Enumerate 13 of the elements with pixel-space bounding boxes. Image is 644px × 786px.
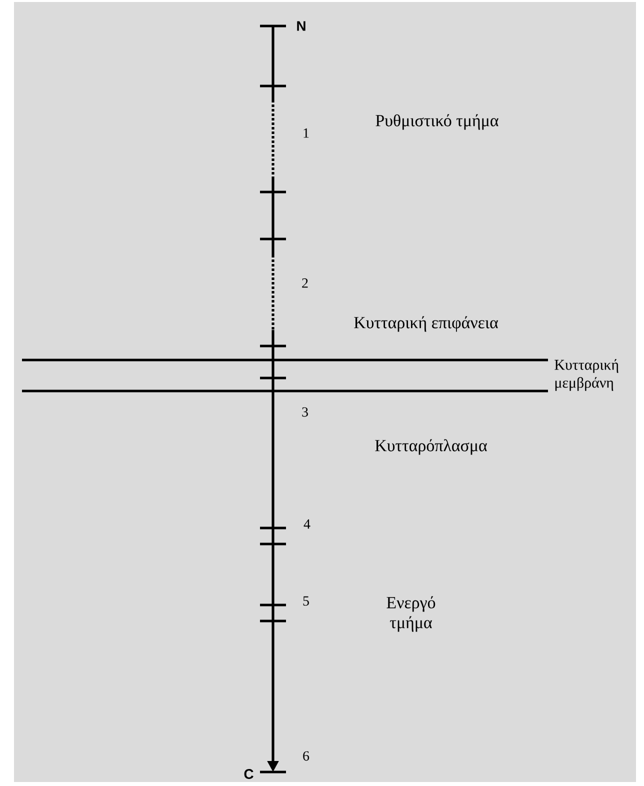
segment-number: 5 xyxy=(303,596,309,606)
terminus-label: N xyxy=(297,21,306,31)
membrane-label: Κυτταρική μεμβράνη xyxy=(554,359,618,391)
segment-number: 3 xyxy=(302,407,308,417)
segment-number: 1 xyxy=(304,128,309,138)
segment-number: 6 xyxy=(303,751,310,761)
terminus-label: C xyxy=(244,769,254,779)
region-label: Κυτταρική επιφάνεια xyxy=(354,316,498,332)
region-label: Ρυθμιστικό τμήμα xyxy=(376,114,498,130)
segment-number: 4 xyxy=(304,519,310,529)
region-label: Κυτταρόπλασμα xyxy=(375,439,487,455)
segment-number: 2 xyxy=(302,278,308,288)
region-label: Ενεργό τμήμα xyxy=(386,596,436,632)
